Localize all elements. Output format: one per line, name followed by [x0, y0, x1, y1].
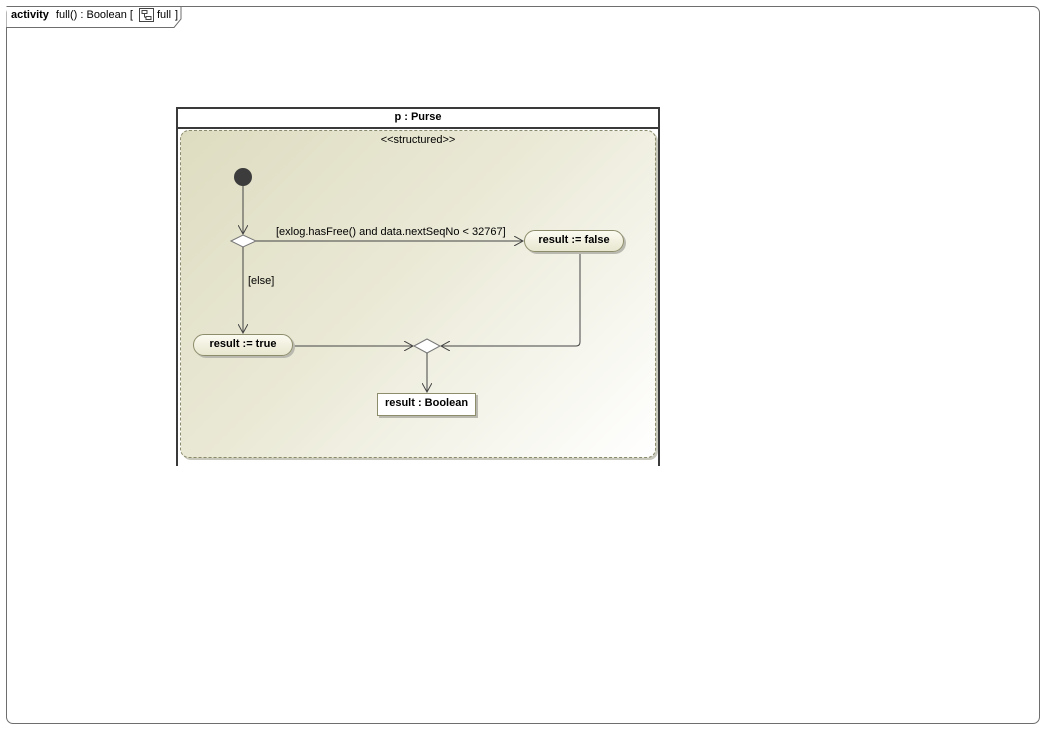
swimlane-partition: p : Purse: [176, 107, 660, 466]
frame-diagram-ref[interactable]: full: [156, 9, 172, 21]
guard-else[interactable]: [else]: [248, 275, 275, 287]
partition-header[interactable]: p : Purse: [176, 107, 660, 129]
action-result-true[interactable]: result := true: [193, 334, 293, 356]
decision-node[interactable]: [229, 234, 258, 248]
partition-left-border: [176, 127, 178, 466]
flow-false-to-merge[interactable]: [441, 252, 581, 346]
region-stereotype: <<structured>>: [380, 134, 456, 146]
partition-right-border: [658, 127, 660, 466]
activity-frame: [6, 6, 1040, 724]
action-result-false[interactable]: result := false: [524, 230, 624, 252]
object-node-result[interactable]: result : Boolean: [377, 393, 476, 416]
frame-label: activity full() : Boolean [ full ]: [11, 8, 178, 22]
diagram-link-icon[interactable]: [138, 8, 154, 22]
merge-node[interactable]: [412, 338, 442, 354]
frame-name-tab: [6, 6, 182, 28]
guard-condition[interactable]: [exlog.hasFree() and data.nextSeqNo < 32…: [276, 226, 506, 238]
initial-node[interactable]: [234, 168, 252, 186]
frame-keyword: activity: [11, 9, 49, 21]
frame-close-bracket: ]: [175, 9, 179, 21]
frame-signature: full() : Boolean [: [55, 9, 133, 21]
